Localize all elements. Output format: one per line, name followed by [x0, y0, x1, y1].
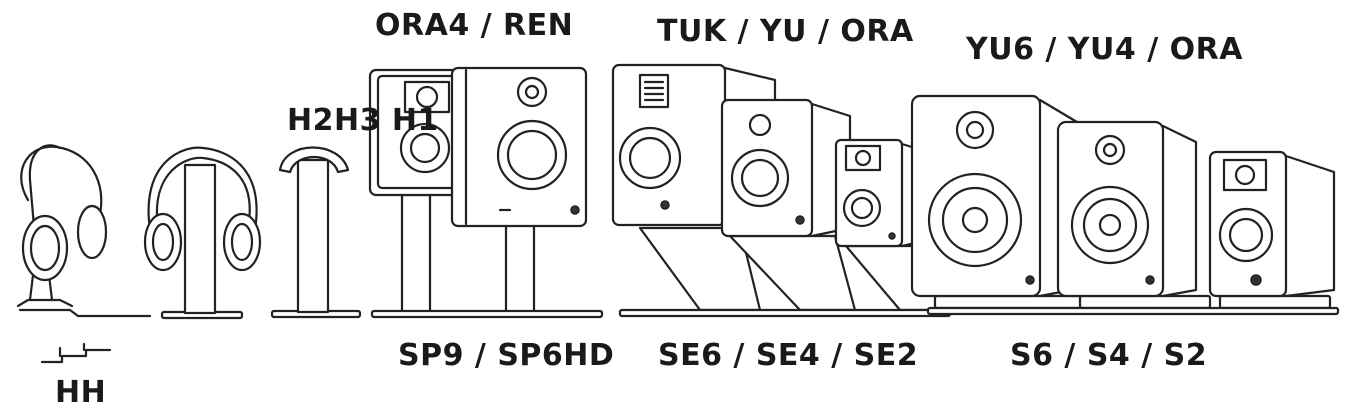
label-hh: HH	[55, 375, 107, 410]
h2h3-h1-stand	[270, 146, 362, 319]
label-s6-s4-s2: S6 / S4 / S2	[1010, 338, 1208, 373]
s-stands	[926, 294, 1340, 316]
yu6-speaker	[910, 94, 1084, 298]
label-tuk-yu-ora: TUK / YU / ORA	[657, 14, 914, 49]
label-yu6-yu4-ora: YU6 / YU4 / ORA	[966, 32, 1243, 67]
hh-clamp-icon	[40, 342, 112, 364]
label-ora4-ren: ORA4 / REN	[375, 8, 574, 43]
label-h2h3-h1: H2H3 H1	[287, 103, 439, 138]
sp9-stand-ora4-speaker	[368, 68, 464, 315]
ora-speaker-large	[1208, 150, 1336, 298]
tuk-speaker	[611, 63, 777, 227]
headphone-stand-with-headphones	[143, 146, 262, 320]
yu-speaker	[720, 98, 852, 238]
sp9-sp6hd-base	[370, 309, 604, 319]
label-sp9-sp6hd: SP9 / SP6HD	[398, 338, 615, 373]
label-se6-se4-se2: SE6 / SE4 / SE2	[658, 338, 919, 373]
hh-headphone-hanger	[16, 144, 152, 318]
sp6hd-stand-ren-speaker	[450, 66, 588, 315]
yu4-speaker	[1056, 120, 1198, 298]
